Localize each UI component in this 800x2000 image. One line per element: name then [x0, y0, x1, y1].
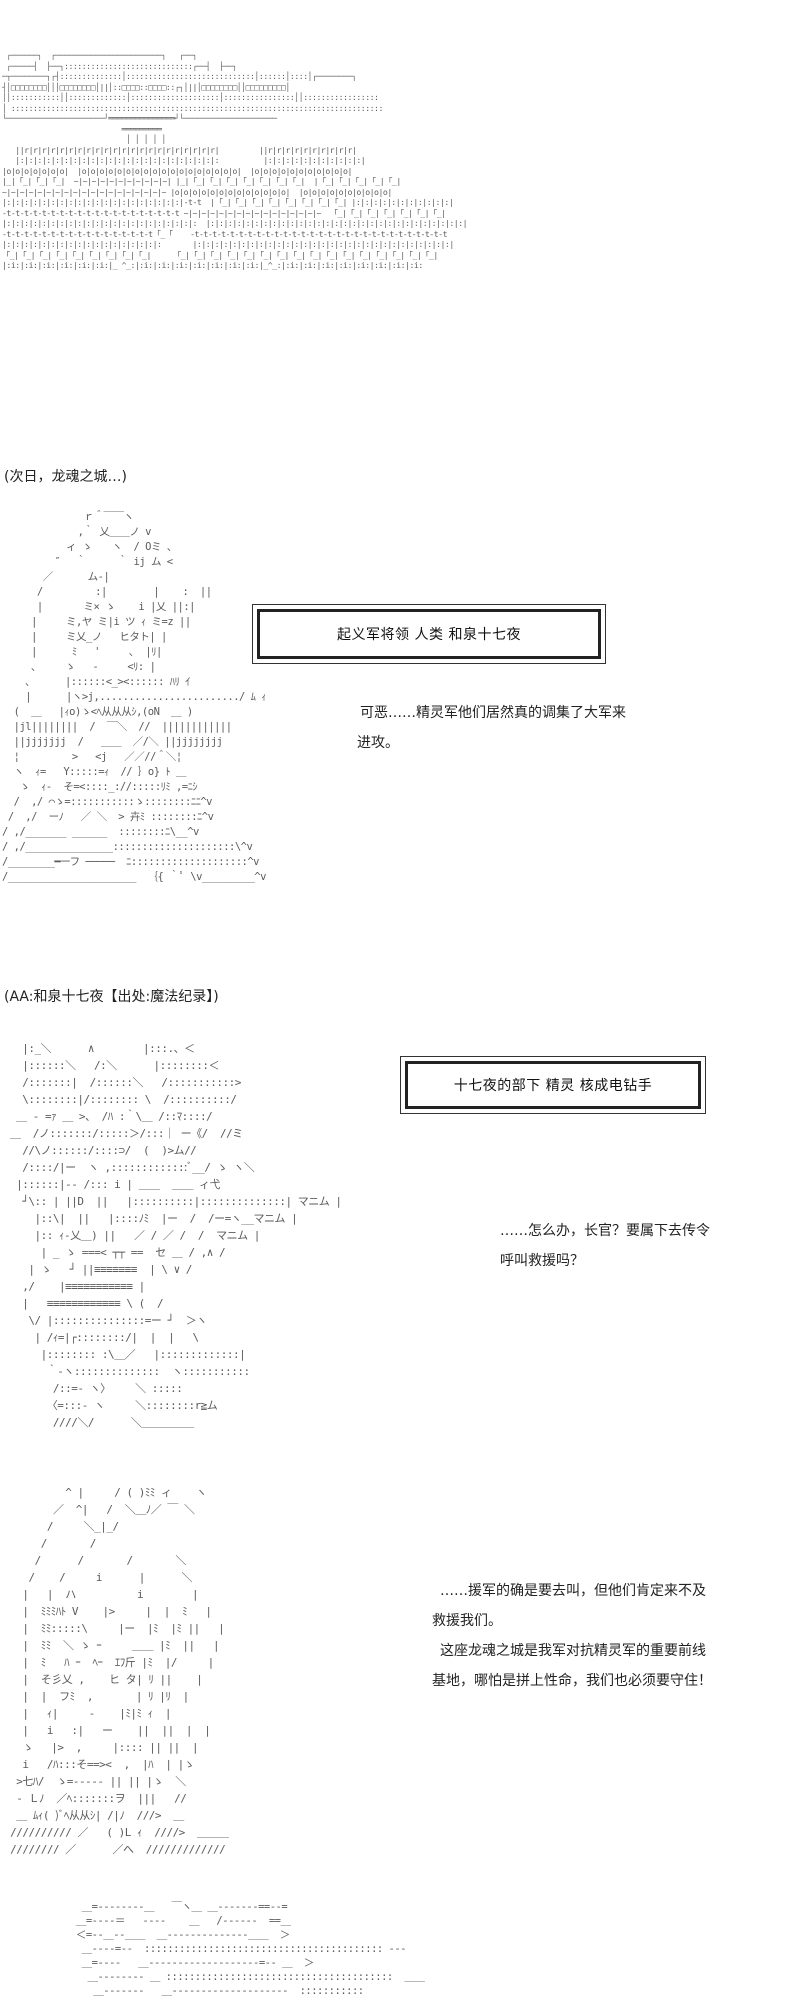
dialogue-line: 这座龙魂之城是我军对抗精灵军的重要前线: [440, 1643, 706, 1659]
dialogue-line: 基地，哪怕是拼上性命，我们也必须要守住！: [432, 1673, 712, 1689]
dialogue-2: ……怎么办，长官？要属下去传令 呼叫救援吗？: [500, 1216, 710, 1276]
speaker-name-label: 起义军将领 人类 和泉十七夜: [257, 609, 601, 659]
character-izumi-kanagi-ascii-art-2: ^ | / ( )ﾐﾐ ィ ヽ ／ ^| / ＼＿ﾉ／ ￣ ＼ / ＼_|_/ …: [10, 1486, 229, 1856]
scene-caption: (次日，龙魂之城…): [4, 469, 127, 485]
character-izumi-kanagi-ascii-art: ｒ＾￣￣ヽ ,｀ 乂＿＿ノ v ィ ゝ ヽ / Oミ 、 ″ ｀ ｀ ij ム …: [2, 511, 267, 883]
dialogue-1: 可恶……精灵军他们居然真的调集了大军来: [360, 698, 626, 728]
dialogue-line: ……怎么办，长官？要属下去传令: [500, 1223, 710, 1239]
aa-credit: (AA:和泉十七夜【出处:魔法纪录】): [4, 989, 219, 1005]
bottom-partial-ascii-art: ＿=‐‐‐‐‐‐‐‐＿ ￣ヽ＿ ＿‐‐‐‐‐‐‐==‐‐= ＿=‐‐‐‐＝ ‐‐…: [75, 1901, 425, 1997]
dialogue-line: 可恶……精灵军他们居然真的调集了大军来: [360, 705, 626, 721]
dialogue-line: 救援我们。: [432, 1613, 502, 1629]
dialogue-line: 进攻。: [357, 735, 399, 751]
character-elf-driller-ascii-art: |:_＼ ∧ |:::.、＜ |::::::＼ /:＼ |::::::::＜ /…: [10, 1042, 342, 1429]
speaker-name-frame: 十七夜的部下 精灵 核成电钻手: [400, 1056, 706, 1114]
speaker-name-label: 十七夜的部下 精灵 核成电钻手: [405, 1061, 701, 1109]
dialogue-line: ……援军的确是要去叫，但他们肯定来不及: [440, 1583, 706, 1599]
speaker-name-frame: 起义军将领 人类 和泉十七夜: [252, 604, 606, 664]
dialogue-1-cont: 进攻。: [357, 728, 399, 758]
castle-ascii-art: ┌──────┐ ┌────────────────────────┐ ┌──┐…: [2, 50, 468, 270]
dialogue-3: ……援军的确是要去叫，但他们肯定来不及 救援我们。 这座龙魂之城是我军对抗精灵军…: [432, 1576, 712, 1696]
dialogue-line: 呼叫救援吗？: [500, 1253, 584, 1269]
